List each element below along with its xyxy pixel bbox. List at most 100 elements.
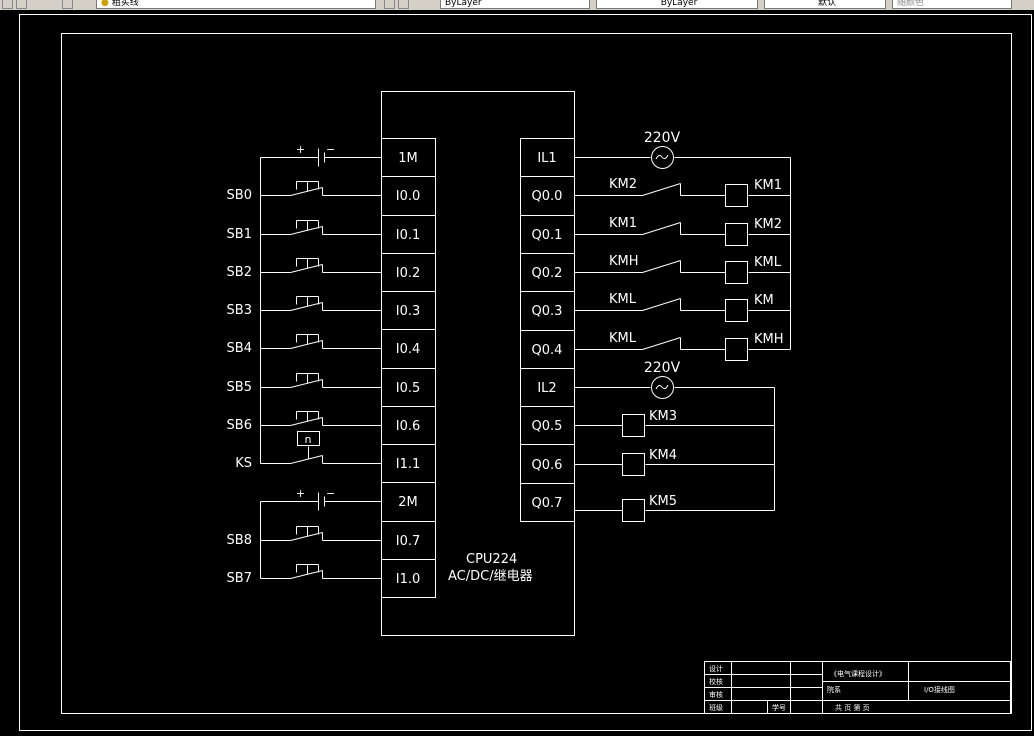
switch-blade — [290, 417, 323, 426]
contact-blade — [642, 222, 681, 235]
input-terminal-label: I0.1 — [396, 228, 421, 243]
layer-state-icon[interactable] — [16, 0, 27, 9]
switch-blade — [290, 302, 323, 311]
relay-coil — [725, 261, 748, 284]
lightbulb-icon: ● — [101, 0, 109, 8]
coil-label: KM2 — [754, 217, 782, 232]
relay-coil — [622, 414, 645, 437]
ac-source-1-label: 220V — [644, 130, 681, 146]
ac-source-2-label: 220V — [644, 360, 681, 376]
coil-label: KML — [754, 255, 782, 270]
input-device-label: SB8 — [227, 533, 252, 548]
speed-relay-symbol: n — [305, 433, 312, 446]
output-terminal-label: Q0.6 — [532, 458, 563, 473]
sine-icon — [655, 154, 669, 160]
switch-blade — [290, 455, 323, 464]
layer-name: 粗实线 — [111, 0, 139, 8]
lineweight-control-dropdown[interactable]: 默认 — [764, 0, 886, 9]
input-terminal-label: 1M — [398, 151, 418, 166]
switch-blade — [290, 379, 323, 388]
input-device-label: SB1 — [227, 227, 252, 242]
input-terminal-label: I1.0 — [396, 572, 421, 587]
input-device-label: SB3 — [227, 303, 252, 318]
coil-label: KM — [754, 293, 774, 308]
contact-label: KML — [609, 292, 637, 307]
relay-coil — [725, 184, 748, 207]
tb-label-check: 校核 — [709, 677, 723, 686]
contact-blade — [642, 337, 681, 350]
contact-label: KML — [609, 331, 637, 346]
tb-label-review: 审核 — [709, 690, 723, 699]
contact-label: KM2 — [609, 177, 637, 192]
coil-label: KM5 — [649, 494, 677, 509]
inner-frame — [61, 33, 1012, 714]
input-terminal-label: I0.7 — [396, 534, 421, 549]
switch-blade — [290, 570, 323, 579]
input-device-label: SB7 — [227, 571, 252, 586]
tb-drawing-name: I/O接线图 — [924, 685, 955, 694]
coil-label: KM1 — [754, 178, 782, 193]
input-terminal-label: 2M — [398, 495, 418, 510]
layer-manager-icon[interactable] — [2, 0, 13, 9]
plotstyle-control-value: 随颜色 — [897, 0, 925, 8]
tb-label-student-id: 学号 — [772, 703, 786, 712]
battery-minus: − — [326, 143, 335, 156]
layer-previous-icon[interactable] — [398, 0, 409, 9]
output-terminal-label: Q0.3 — [532, 304, 563, 319]
input-terminal-label: I0.6 — [396, 419, 421, 434]
contact-label: KMH — [609, 254, 639, 269]
output-terminal-label: Q0.7 — [532, 496, 563, 511]
contact-blade — [642, 260, 681, 273]
output-terminal-label: Q0.2 — [532, 266, 563, 281]
battery-plus: + — [296, 143, 305, 156]
output-terminal-label: IL2 — [537, 381, 556, 396]
wiring-diagram: 1M+−I0.0SB0I0.1SB1I0.2SB2I0.3SB3I0.4SB4I… — [19, 14, 1032, 731]
switch-blade — [290, 226, 323, 235]
title-block: 设计 校核 审核 班级 学号 《电气课程设计》 院系 I/O接线图 共 页 第 … — [704, 661, 1011, 714]
output-terminal-label: Q0.5 — [532, 419, 563, 434]
layer-visibility-icon[interactable] — [62, 0, 73, 9]
input-terminal-label: I0.3 — [396, 304, 421, 319]
input-device-label: SB2 — [227, 265, 252, 280]
switch-blade — [290, 187, 323, 196]
input-terminal-label: I0.4 — [396, 342, 421, 357]
switch-blade — [290, 340, 323, 349]
output-terminal-label: Q0.0 — [532, 189, 563, 204]
layer-dropdown[interactable]: ● 粗实线 — [96, 0, 376, 9]
make-current-layer-icon[interactable] — [384, 0, 395, 9]
plc-type: AC/DC/继电器 — [448, 569, 533, 584]
plc-model: CPU224 — [466, 552, 517, 567]
input-terminal-label: I0.5 — [396, 381, 421, 396]
relay-coil — [622, 499, 645, 522]
input-device-label: SB5 — [227, 380, 252, 395]
contact-blade — [642, 298, 681, 311]
input-terminal-label: I1.1 — [396, 457, 421, 472]
switch-blade — [290, 532, 323, 541]
plotstyle-control-dropdown[interactable]: 随颜色 — [892, 0, 1012, 9]
input-device-label: KS — [235, 456, 252, 471]
battery-minus: − — [326, 487, 335, 500]
tb-footer: 共 页 第 页 — [835, 703, 870, 712]
switch-blade — [290, 264, 323, 273]
coil-label: KMH — [754, 332, 784, 347]
color-control-dropdown[interactable]: ByLayer — [440, 0, 590, 9]
lineweight-control-value: 默认 — [817, 0, 836, 8]
relay-coil — [725, 223, 748, 246]
output-terminal-label: Q0.1 — [532, 228, 563, 243]
outer-frame — [19, 14, 1032, 731]
linetype-control-dropdown[interactable]: ByLayer — [596, 0, 758, 9]
ac-source-1 — [651, 146, 674, 169]
input-device-label: SB4 — [227, 341, 252, 356]
tb-label-class: 班级 — [709, 703, 723, 712]
tb-project-title: 《电气课程设计》 — [830, 669, 886, 678]
speed-relay-box — [297, 431, 320, 446]
contact-blade — [642, 183, 681, 196]
sine-icon — [655, 384, 669, 390]
relay-coil — [725, 299, 748, 322]
linetype-control-value: ByLayer — [660, 0, 698, 8]
tb-label-design: 设计 — [709, 664, 723, 673]
battery-plus: + — [296, 487, 305, 500]
output-terminal-label: IL1 — [537, 151, 556, 166]
coil-label: KM3 — [649, 409, 677, 424]
